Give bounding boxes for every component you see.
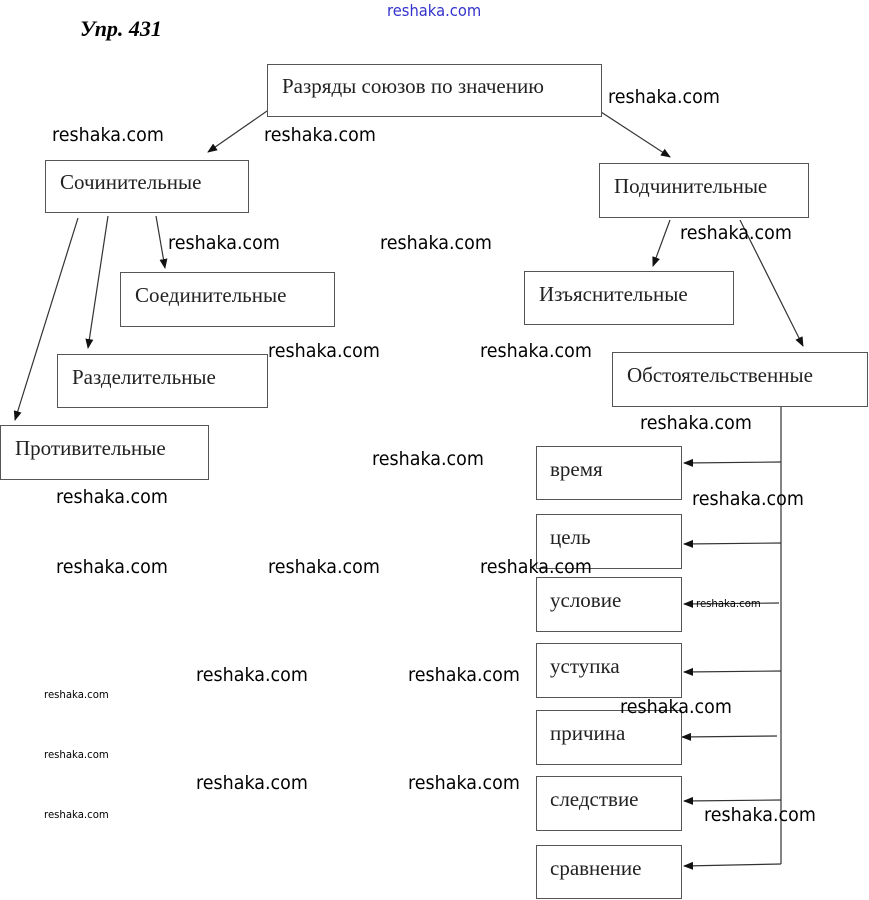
cause-label: причина <box>550 721 626 745</box>
comparison-box: сравнение <box>536 845 682 899</box>
watermark: reshaka.com <box>196 664 308 686</box>
coordinating-label: Сочинительные <box>60 170 202 194</box>
disjunctive-box: Разделительные <box>57 354 268 408</box>
watermark: reshaka.com <box>696 597 761 610</box>
consequence-box: следствие <box>536 776 682 831</box>
arrow-root-to-subordinating <box>600 111 671 158</box>
root-label: Разряды союзов по значению <box>282 74 544 98</box>
disjunctive-label: Разделительные <box>72 364 216 389</box>
watermark: reshaka.com <box>692 488 804 510</box>
watermark: reshaka.com <box>704 804 816 826</box>
condition-box: условие <box>536 577 682 632</box>
subordinating-box: Подчинительные <box>599 163 809 218</box>
arrow-to-purpose <box>683 539 782 548</box>
subordinating-label: Подчинительные <box>614 174 768 198</box>
watermark: reshaka.com <box>268 556 380 578</box>
watermark: reshaka.com <box>408 664 520 686</box>
adversative-label: Противительные <box>15 436 166 460</box>
watermark: reshaka.com <box>372 448 484 470</box>
watermark: reshaka.com <box>387 1 482 20</box>
explanatory-label: Изъяснительные <box>539 281 688 306</box>
consequence-label: следствие <box>550 787 639 811</box>
arrow-to-consequence <box>683 796 782 805</box>
copulative-box: Соединительные <box>120 272 335 327</box>
watermark: reshaka.com <box>408 772 520 794</box>
arrow-to-cause <box>681 732 778 741</box>
arrow-to-copulative <box>155 215 168 269</box>
watermark: reshaka.com <box>640 412 752 434</box>
arrow-to-concession <box>683 667 782 676</box>
watermark: reshaka.com <box>52 124 164 146</box>
exercise-title: Упр. 431 <box>80 16 162 41</box>
purpose-box: цель <box>536 514 682 569</box>
watermark: reshaka.com <box>480 556 592 578</box>
time-label: время <box>550 456 603 481</box>
concession-box: уступка <box>536 643 682 698</box>
arrow-to-disjunctive <box>85 215 109 349</box>
watermark: reshaka.com <box>680 222 792 244</box>
time-box: время <box>536 446 682 500</box>
coordinating-box: Сочинительные <box>45 160 249 213</box>
watermark: reshaka.com <box>44 748 109 761</box>
watermark: reshaka.com <box>56 486 168 508</box>
arrow-to-adverbial <box>739 219 804 347</box>
arrow-to-condition <box>683 599 780 608</box>
watermark: reshaka.com <box>620 696 732 718</box>
watermark: reshaka.com <box>196 772 308 794</box>
explanatory-box: Изъяснительные <box>524 271 734 325</box>
adverbial-box: Обстоятельственные <box>612 352 868 407</box>
arrow-to-comparison <box>683 861 782 870</box>
cause-box: причина <box>536 710 682 765</box>
watermark: reshaka.com <box>56 556 168 578</box>
copulative-label: Соединительные <box>135 283 287 307</box>
watermark: reshaka.com <box>168 232 280 254</box>
watermark: reshaka.com <box>480 340 592 362</box>
watermark: reshaka.com <box>264 124 376 146</box>
watermark: reshaka.com <box>44 808 109 821</box>
arrow-to-adversative <box>13 217 79 421</box>
concession-label: уступка <box>550 654 620 678</box>
watermark: reshaka.com <box>380 232 492 254</box>
condition-label: условие <box>550 588 622 612</box>
adversative-box: Противительные <box>0 425 209 480</box>
root-box: Разряды союзов по значению <box>267 64 602 117</box>
watermark: reshaka.com <box>268 340 380 362</box>
arrow-to-time <box>683 458 782 467</box>
watermark: reshaka.com <box>44 688 109 701</box>
watermark: reshaka.com <box>608 86 720 108</box>
comparison-label: сравнение <box>550 855 642 880</box>
adverbial-label: Обстоятельственные <box>627 363 813 387</box>
arrow-to-explanatory <box>652 219 671 267</box>
purpose-label: цель <box>550 525 591 549</box>
